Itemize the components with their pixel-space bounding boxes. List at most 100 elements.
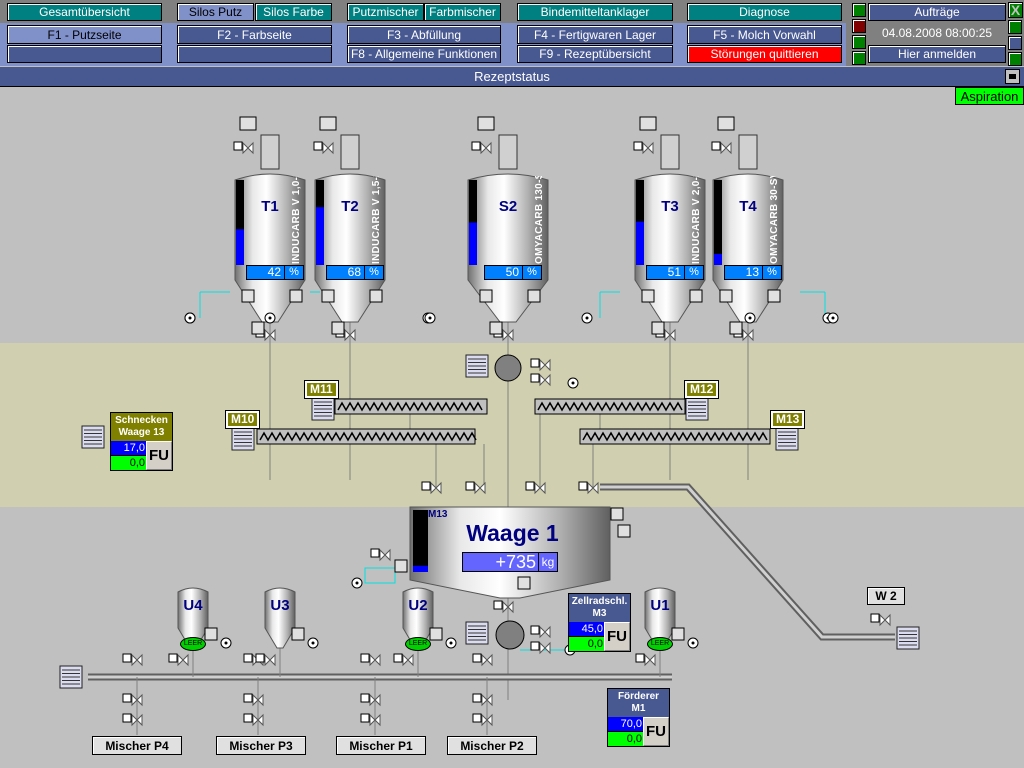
setpoint-value: 45,0	[569, 622, 604, 636]
motor-label-m10[interactable]: M10	[224, 410, 261, 429]
actuator-icon	[719, 289, 733, 303]
control-title: Zellradschl.	[571, 596, 628, 607]
silo-outlet-valve-icon	[664, 328, 676, 342]
valve-actuator-icon	[393, 653, 403, 663]
valve-icon	[131, 713, 143, 727]
valve-icon	[644, 653, 656, 667]
valve-actuator-icon	[243, 653, 253, 663]
hier-anmelden-button[interactable]: Hier anmelden	[868, 45, 1006, 63]
valve-actuator-icon	[530, 373, 540, 383]
nav-f5-molch-vorwahl[interactable]: F5 - Molch Vorwahl	[687, 25, 842, 44]
motor-label-m11[interactable]: M11	[304, 380, 339, 399]
valve-actuator-icon	[122, 713, 132, 723]
mixer-p3-button[interactable]: Mischer P3	[216, 736, 306, 755]
minimize-button[interactable]	[1005, 69, 1020, 84]
fu-button[interactable]: FU	[146, 441, 172, 470]
setpoint-value: 17,0	[111, 441, 146, 455]
rotary-valve-icon	[494, 354, 522, 382]
silo-material-label: OMYACARB 130-SV	[534, 176, 545, 264]
nav-farbmischer[interactable]: Farbmischer	[424, 3, 501, 21]
valve-icon	[481, 653, 493, 667]
motor-label-m13[interactable]: M13	[769, 410, 806, 429]
control-subtitle: Waage 13	[118, 427, 165, 438]
sensor-dot	[311, 641, 315, 645]
silo-material-label: OMYACARB 30-SV	[769, 176, 780, 264]
empty-status-badge: LEER	[405, 637, 431, 651]
fu-button[interactable]: FU	[604, 622, 630, 651]
valve-actuator-icon	[233, 141, 243, 151]
silo-inlet-valve-icon	[322, 141, 334, 155]
w2-label[interactable]: W 2	[867, 587, 905, 605]
actuator-icon	[671, 627, 685, 641]
nav-f3-abfuellung[interactable]: F3 - Abfüllung	[347, 25, 501, 44]
sensor-dot	[571, 381, 575, 385]
mixer-p2-button[interactable]: Mischer P2	[447, 736, 537, 755]
motor-label-m12[interactable]: M12	[683, 380, 720, 399]
pneumatic-pipe	[600, 483, 895, 641]
silo-level-value: 42	[247, 266, 285, 279]
aspiration-button[interactable]: Aspiration	[955, 87, 1024, 105]
nav-f8-allgemeine-funktionen[interactable]: F8 - Allgemeine Funktionen	[347, 45, 501, 63]
mixer-p4-button[interactable]: Mischer P4	[92, 736, 182, 755]
valve-actuator-icon	[360, 653, 370, 663]
valve-actuator-icon	[472, 693, 482, 703]
valve-icon	[369, 693, 381, 707]
actuator-icon	[641, 289, 655, 303]
status-light-3[interactable]	[852, 35, 866, 49]
stoerungen-quittieren-button[interactable]: Störungen quittieren	[687, 45, 842, 63]
nav-diagnose[interactable]: Diagnose	[687, 3, 842, 21]
nav-bindemitteltanklager[interactable]: Bindemitteltanklager	[517, 3, 673, 21]
nav-putzmischer[interactable]: Putzmischer	[347, 3, 424, 21]
nav-silos-putz[interactable]: Silos Putz	[177, 3, 254, 21]
setpoint-value: 70,0	[608, 717, 643, 731]
valve-icon	[534, 481, 546, 495]
mixer-p1-button[interactable]: Mischer P1	[336, 736, 426, 755]
silo-name: S2	[498, 198, 518, 215]
silo-level-bar	[236, 180, 244, 265]
auftraege-button[interactable]: Aufträge	[868, 3, 1006, 21]
silo-level-value: 50	[485, 266, 523, 279]
status-light-4[interactable]	[852, 51, 866, 65]
silo-level-unit: %	[289, 266, 299, 278]
aspiration-line	[364, 567, 396, 584]
status-light-6[interactable]	[1008, 36, 1022, 50]
silo-outlet-valve-icon	[264, 328, 276, 342]
rotary-valve-icon	[495, 620, 525, 650]
nav-empty-2[interactable]	[177, 45, 332, 63]
silo-filter-icon	[319, 116, 337, 131]
nav-f4-fertigwaren-lager[interactable]: F4 - Fertigwaren Lager	[517, 25, 673, 44]
actuator-icon	[429, 627, 443, 641]
valve-actuator-icon	[471, 141, 481, 151]
status-light-5[interactable]	[1008, 20, 1022, 34]
fu-button[interactable]: FU	[643, 717, 669, 746]
valve-icon	[379, 548, 391, 562]
nav-f1-putzseite[interactable]: F1 - Putzseite	[7, 25, 162, 44]
valve-icon	[481, 693, 493, 707]
status-light-2[interactable]	[852, 19, 866, 33]
valve-actuator-icon	[168, 653, 178, 663]
silo-body	[467, 173, 549, 323]
close-button[interactable]: X	[1008, 2, 1023, 18]
actuator-icon	[291, 627, 305, 641]
sensor-dot	[355, 581, 359, 585]
silo-filter-icon	[639, 116, 657, 131]
valve-icon	[131, 653, 143, 667]
nav-gesamtuebersicht[interactable]: Gesamtübersicht	[7, 3, 162, 21]
valve-icon	[539, 641, 551, 655]
valve-actuator-icon	[472, 713, 482, 723]
nav-empty-1[interactable]	[7, 45, 162, 63]
silo-level-unit: %	[689, 266, 699, 278]
mini-silo-name: U1	[650, 597, 670, 614]
scale-weight-display: +735 kg	[462, 552, 558, 572]
valve-actuator-icon	[360, 693, 370, 703]
nav-silos-farbe[interactable]: Silos Farbe	[255, 3, 332, 21]
silo-level-fill	[316, 207, 324, 265]
valve-actuator-icon	[530, 641, 540, 651]
status-light-7[interactable]	[1008, 52, 1022, 66]
status-light-1[interactable]	[852, 3, 866, 17]
nav-f2-farbseite[interactable]: F2 - Farbseite	[177, 25, 332, 44]
nav-f9-rezeptuebersicht[interactable]: F9 - Rezeptübersicht	[517, 45, 673, 63]
